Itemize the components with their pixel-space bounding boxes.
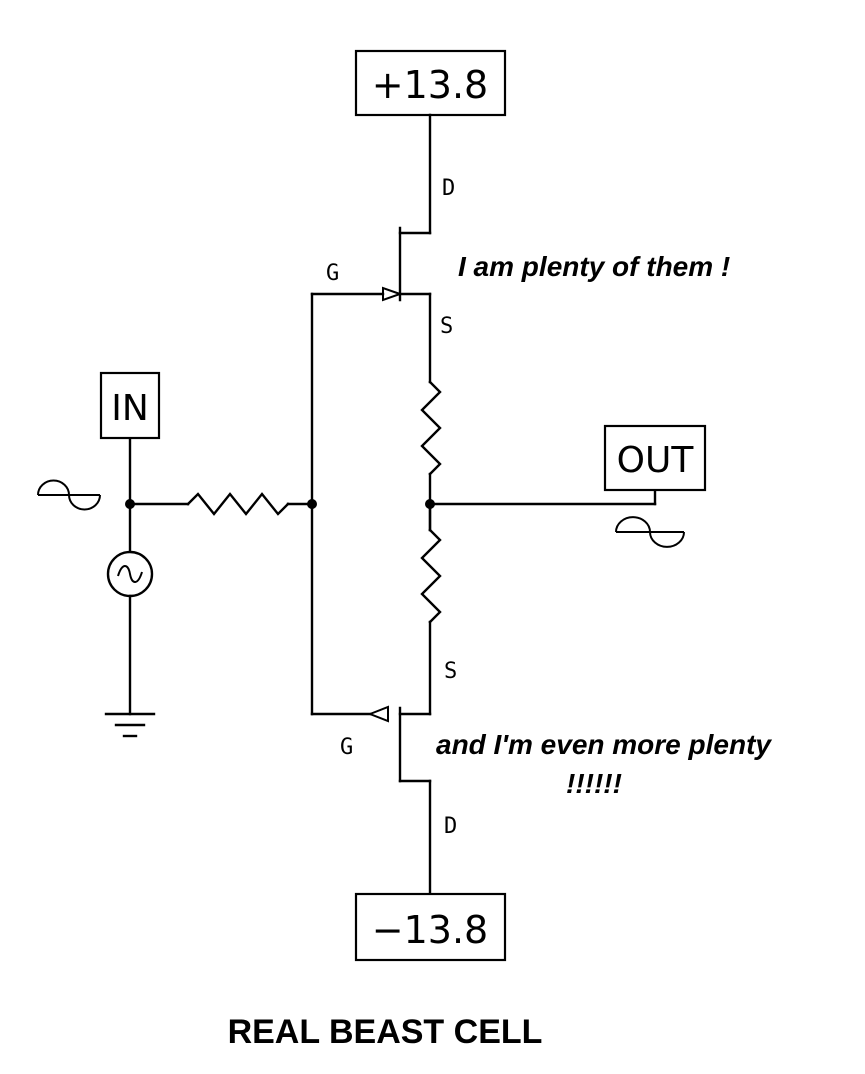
upper-note: I am plenty of them ! xyxy=(458,251,730,282)
lower-note-line1: and I'm even more plenty xyxy=(436,729,772,760)
output-port: OUT xyxy=(603,424,707,492)
input-port: IN xyxy=(99,371,161,440)
lower-source-label: S xyxy=(444,659,457,684)
input-sine-icon xyxy=(37,479,101,511)
upper-gate-arrow-icon xyxy=(382,286,404,302)
negative-supply: −13.8 xyxy=(354,892,507,962)
lower-gate-label: G xyxy=(340,735,353,760)
positive-supply: +13.8 xyxy=(354,49,507,117)
ac-source xyxy=(106,550,154,598)
lower-note-line2: !!!!!! xyxy=(566,768,622,799)
input-port-label: IN xyxy=(111,388,149,429)
input-resistor xyxy=(186,492,290,516)
lower-mosfet xyxy=(367,705,402,783)
input-port-box xyxy=(99,371,161,440)
negative-supply-label: −13.8 xyxy=(372,908,488,952)
ground-icon xyxy=(104,712,156,738)
upper-gate-label: G xyxy=(326,261,339,286)
output-port-box xyxy=(603,424,707,492)
lower-gate-arrow-icon xyxy=(367,705,389,723)
upper-source-label: S xyxy=(440,314,453,339)
ac-wave-icon xyxy=(117,565,143,583)
lower-source-resistor xyxy=(420,528,442,624)
upper-drain-label: D xyxy=(442,176,455,201)
negative-supply-box xyxy=(354,892,507,962)
diagram-title: REAL BEAST CELL xyxy=(228,1013,543,1051)
lower-drain-label: D xyxy=(444,814,457,839)
positive-supply-box xyxy=(354,49,507,117)
output-sine-icon xyxy=(615,516,685,548)
positive-supply-label: +13.8 xyxy=(372,63,488,107)
upper-source-resistor xyxy=(420,380,442,476)
output-port-label: OUT xyxy=(617,440,695,481)
upper-mosfet xyxy=(382,226,404,302)
